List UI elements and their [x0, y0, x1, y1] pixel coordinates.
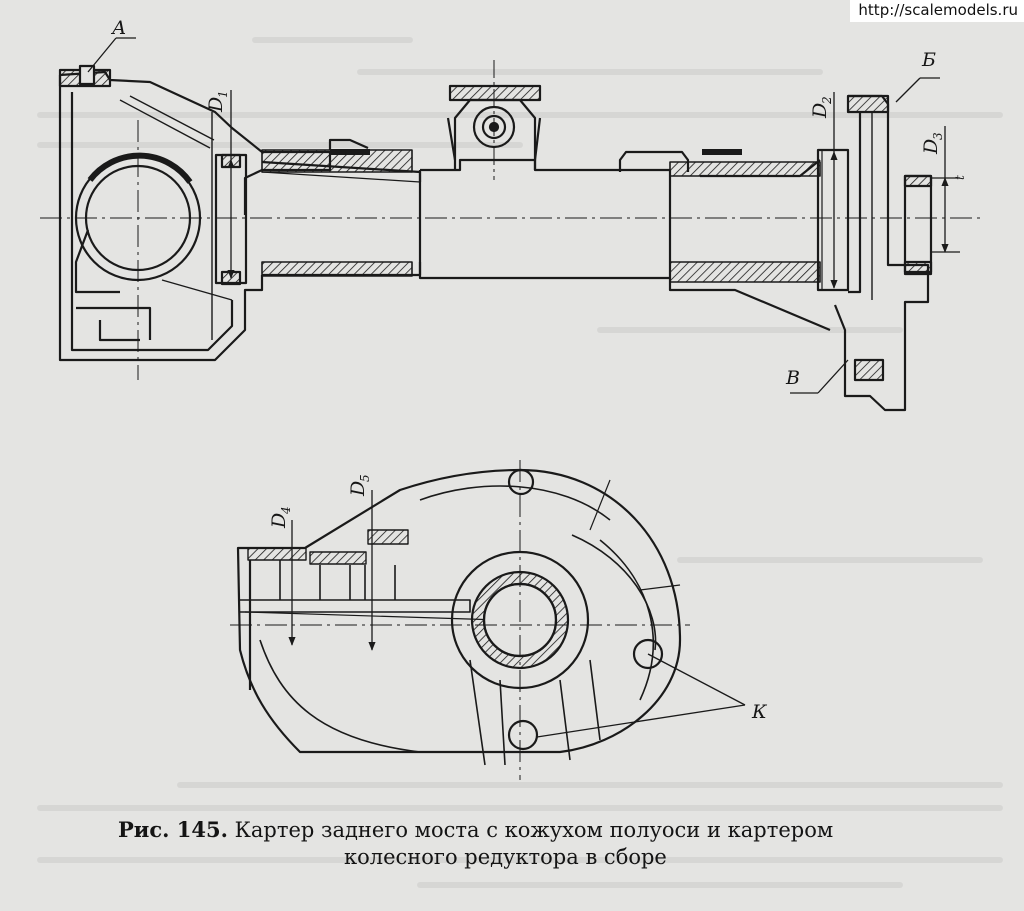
svg-text:2: 2 [820, 96, 834, 105]
label-A: А [110, 17, 126, 39]
svg-text:4: 4 [279, 506, 293, 515]
svg-text:D: D [205, 97, 227, 113]
figure-caption: Рис. 145. Картер заднего моста с кожухом… [118, 816, 918, 871]
label-D1: D 1 [205, 90, 230, 113]
figure-number: Рис. 145. [118, 817, 228, 842]
label-D4: D 4 [268, 506, 293, 529]
svg-text:1: 1 [216, 90, 230, 98]
label-K: К [751, 701, 768, 723]
figure-title-line2: колесного редуктора в сборе [344, 845, 667, 869]
svg-text:D: D [268, 513, 290, 529]
axle-housing-section [40, 60, 980, 412]
wheel-reducer-housing [230, 460, 690, 780]
label-D3: D 3 [920, 132, 945, 155]
svg-text:D: D [809, 103, 831, 119]
figure-title-line1: Картер заднего моста с кожухом полуоси и… [234, 818, 834, 842]
label-t: t [953, 175, 967, 180]
drawing-labels: А Б В К D 1 D 2 D 3 D 4 D 5 [110, 17, 967, 723]
svg-text:5: 5 [358, 474, 372, 482]
svg-text:3: 3 [931, 132, 945, 140]
svg-text:D: D [920, 139, 942, 155]
label-D5: D 5 [347, 474, 372, 497]
label-D2: D 2 [809, 96, 834, 119]
dimension-lines-lower [288, 490, 746, 738]
label-V: В [785, 367, 800, 389]
label-B-cyr: Б [921, 49, 936, 71]
svg-text:D: D [347, 481, 369, 497]
dimension-lines-upper [87, 37, 960, 394]
watermark-url: http://scalemodels.ru [850, 0, 1024, 22]
